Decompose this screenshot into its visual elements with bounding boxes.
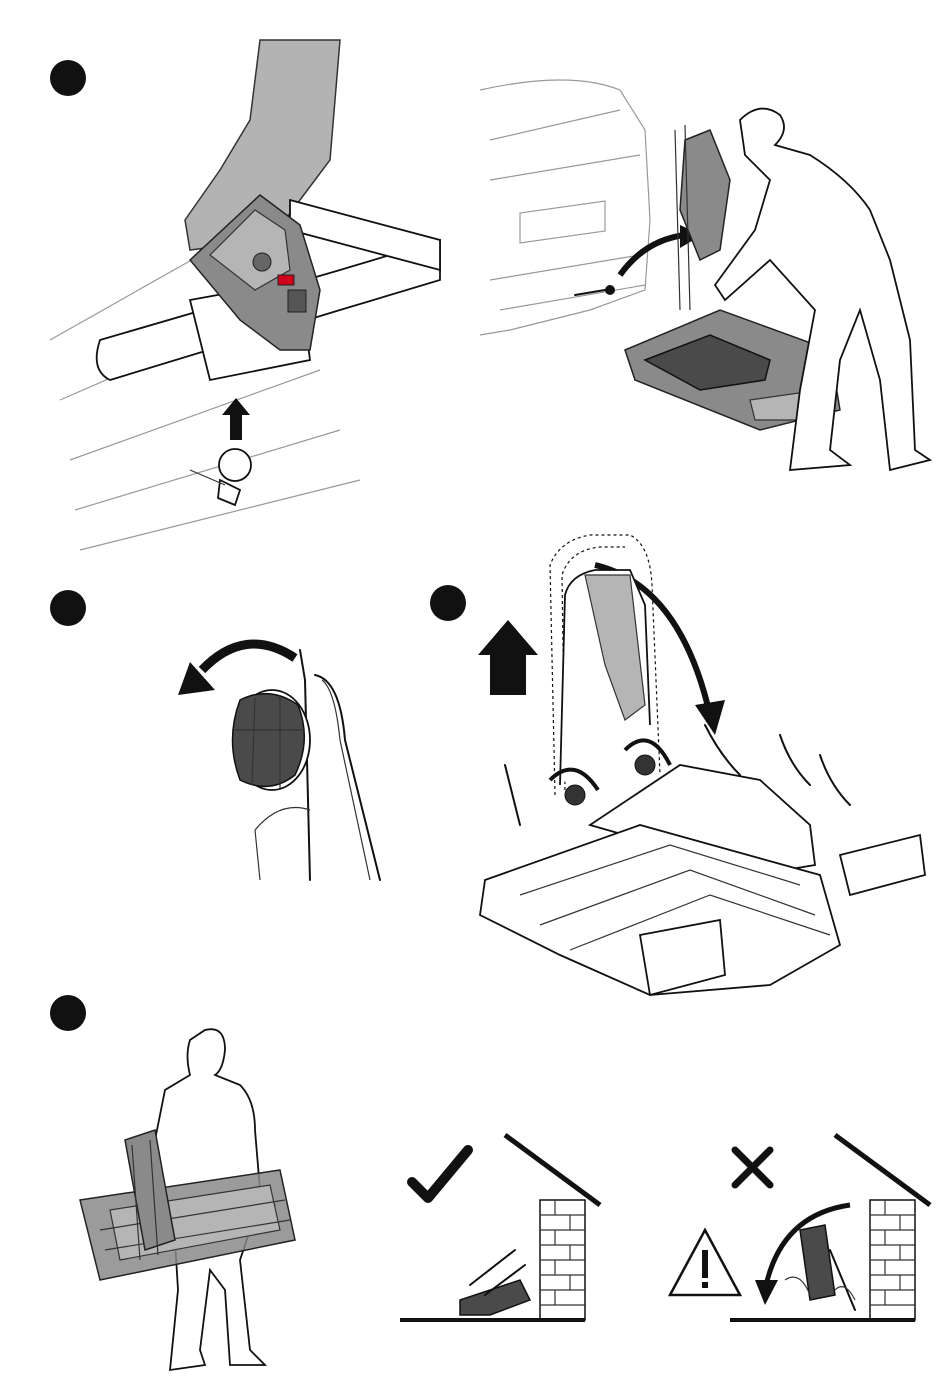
knob-closeup-illustration: [40, 580, 400, 890]
checkmark-icon: [412, 1150, 468, 1198]
incorrect-storage-panel: [660, 1130, 940, 1330]
fold-rack-illustration: [420, 525, 940, 1015]
tightening-knob: [233, 694, 305, 787]
incorrect-storage-illustration: [660, 1130, 940, 1330]
lock-indicator: [278, 275, 294, 285]
step-carry-rack: [40, 990, 320, 1390]
lifting-rack-scene: [470, 60, 940, 500]
step-tighten-knob: [40, 580, 400, 890]
correct-storage-illustration: [390, 1130, 610, 1330]
step-attach-closeup: [40, 40, 460, 560]
correct-storage-panel: [390, 1130, 610, 1330]
cross-icon: [735, 1150, 770, 1185]
lifting-rack-illustration: [470, 60, 940, 500]
carry-rack-illustration: [40, 990, 320, 1390]
step-fold-rack: [420, 525, 940, 1015]
handle-closeup-illustration: [40, 40, 460, 560]
lift-up-arrow-icon: [478, 620, 538, 695]
